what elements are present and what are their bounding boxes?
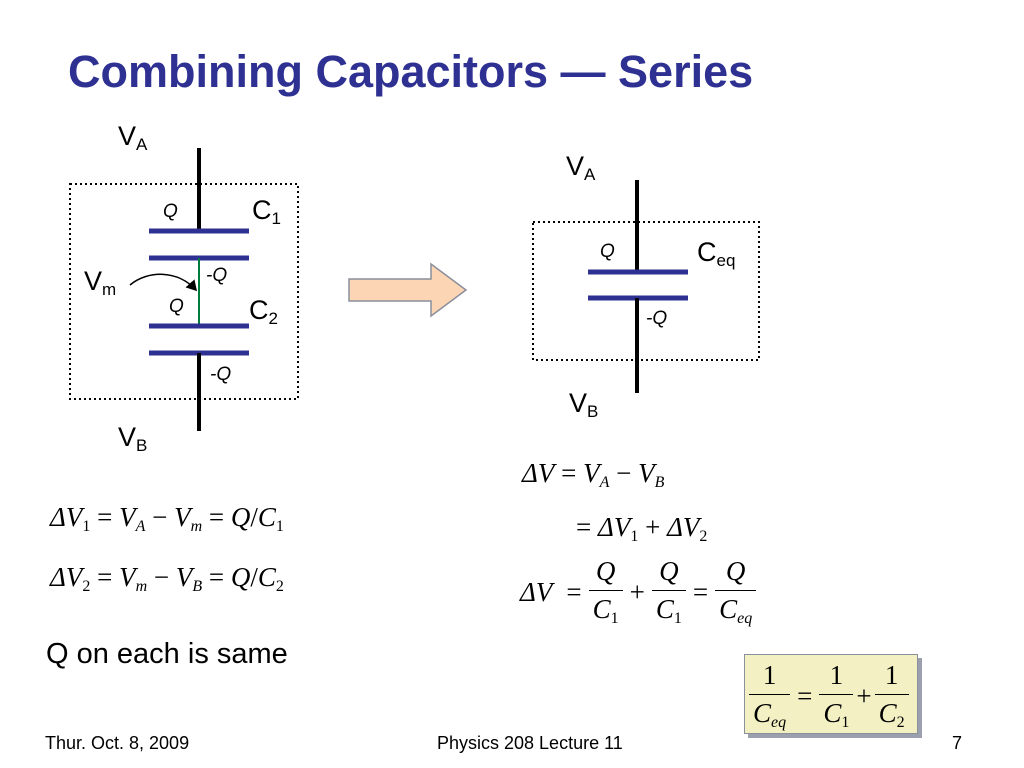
transform-arrow [348,262,468,318]
equation-dv1: ΔV1 = VA − Vm = Q/C1 [50,502,284,535]
equation-dv2: ΔV2 = Vm − VB = Q/C2 [50,562,284,595]
vm-label: Vm [84,266,117,299]
c1-label: C1 [252,195,281,228]
ceq-neg-charge-label: -Q [646,308,668,329]
left-va-label: VA [118,121,148,154]
footer-course: Physics 208 Lecture 11 [437,733,623,753]
left-vb-label: VB [118,422,148,455]
c2-charge-label: Q [169,296,184,317]
page-title: Combining Capacitors — Series [68,46,754,97]
ceq-charge-label: Q [600,241,615,262]
c1-charge-label: Q [163,201,178,222]
c2-neg-charge-label: -Q [210,364,232,385]
equation-dv-sum: = ΔV1 + ΔV2 [576,512,708,545]
right-va-label: VA [566,151,596,184]
note-text: Q on each is same [46,638,288,670]
ceq-label: Ceq [697,237,736,270]
right-vb-label: VB [569,388,599,421]
c1-neg-charge-label: -Q [206,265,228,286]
footer-page-number: 7 [952,733,963,753]
right-dotted-box [532,221,760,361]
vm-pointer-arrow [129,273,198,292]
footer-date: Thur. Oct. 8, 2009 [45,733,190,753]
c2-label: C2 [249,295,278,328]
equation-dv-total: ΔV = VA − VB [522,458,665,491]
left-dotted-box [69,183,299,400]
